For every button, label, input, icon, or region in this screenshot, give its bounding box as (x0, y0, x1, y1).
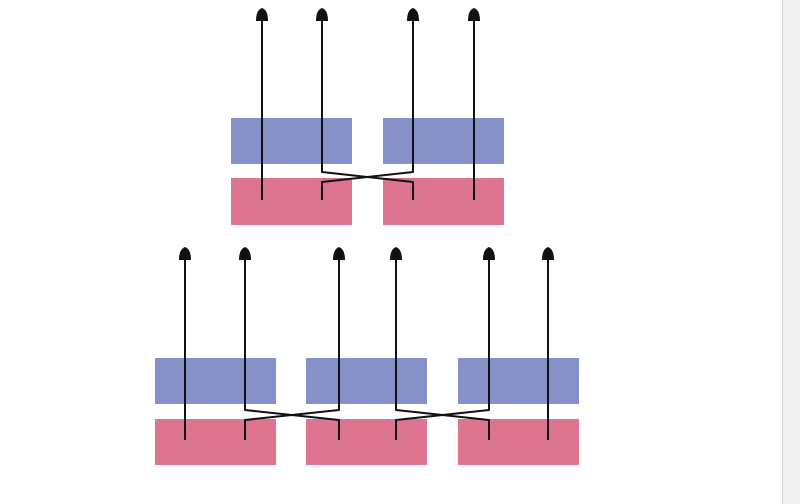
lower-row-cross-line-1b (244, 255, 340, 440)
lower-row-arrow-cross-1a-icon (333, 247, 345, 260)
lower-row-bottom-block-2 (306, 419, 427, 465)
lower-row-top-block-2 (306, 358, 427, 404)
upper-row-top-block-1 (231, 118, 352, 164)
lower-row-bottom-block-1 (155, 419, 276, 465)
lower-row-bottom-block-3 (458, 419, 579, 465)
lower-row-top-block-1 (155, 358, 276, 404)
upper-row-arrow-cross-1b-icon (316, 8, 328, 21)
lower-row-arrow-right-icon (542, 247, 554, 260)
upper-row-cross-line-1b (321, 16, 414, 200)
upper-row-arrow-right-icon (468, 8, 480, 21)
lower-row-arrow-cross-1b-icon (239, 247, 251, 260)
lower-row-cross-line-2b (395, 255, 490, 440)
lower-row-arrow-cross-2b-icon (390, 247, 402, 260)
lower-row-arrow-left-icon (179, 247, 191, 260)
page-edge (782, 0, 800, 504)
upper-row-bottom-block-1 (231, 178, 352, 225)
block-diagram (155, 8, 579, 465)
upper-row-arrow-cross-1a-icon (407, 8, 419, 21)
lower-row-top-block-3 (458, 358, 579, 404)
upper-row-cross-line-1a (321, 16, 414, 200)
lower-row-arrow-cross-2a-icon (483, 247, 495, 260)
upper-row-bottom-block-2 (383, 178, 504, 225)
upper-row-arrow-left-icon (256, 8, 268, 21)
upper-row-top-block-2 (383, 118, 504, 164)
